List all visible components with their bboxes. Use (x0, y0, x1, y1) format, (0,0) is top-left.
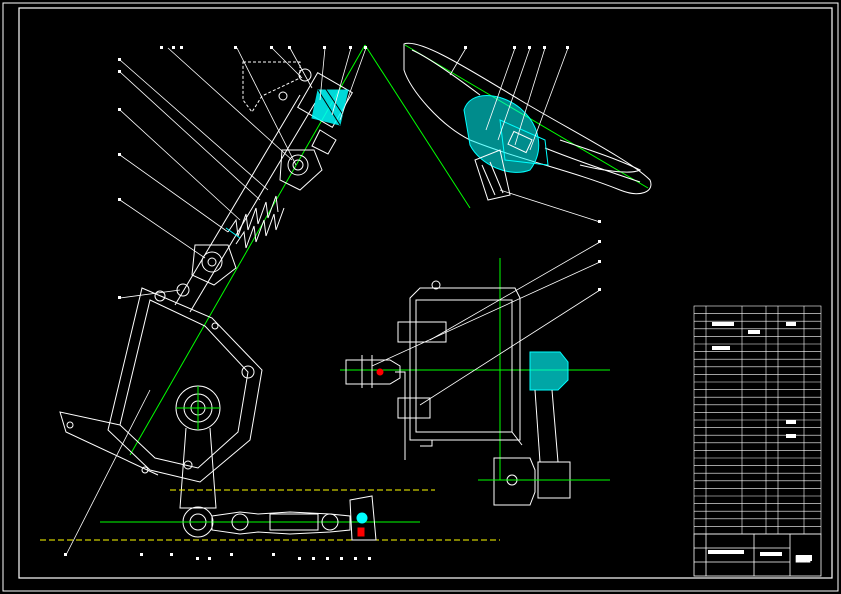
leader-lines (65, 47, 601, 556)
steering-linkage-view (40, 489, 500, 541)
steering-column-view (59, 44, 366, 538)
parts-list-table (693, 305, 822, 535)
bellows (225, 195, 285, 249)
callout-marks (64, 46, 601, 560)
title-block-label: ████ (795, 555, 811, 563)
steering-wheel-view (364, 42, 652, 209)
gearbox-housing (59, 287, 263, 483)
title-block (693, 533, 822, 577)
sector-gear (175, 385, 221, 431)
table-text-marks (708, 322, 812, 561)
gearbox-side-view (340, 258, 610, 506)
pitman-arm (179, 427, 217, 538)
column-upper-bracket (242, 61, 354, 155)
